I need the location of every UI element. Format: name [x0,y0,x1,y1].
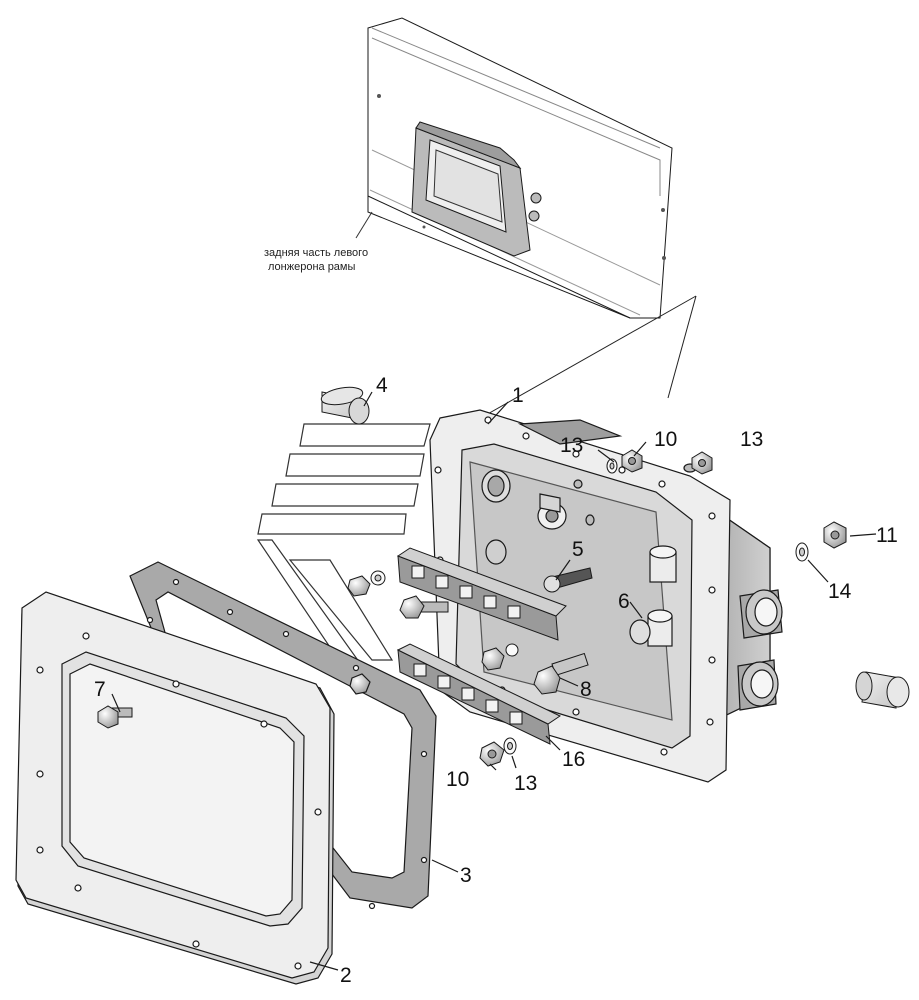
inset-leader-lines [469,295,697,425]
nut-part-13-right [691,451,713,475]
terminal-strip-part-16-upper [396,547,567,641]
callout-4: 4 [376,374,388,397]
callout-1: 1 [512,384,524,407]
callout-6: 6 [618,590,630,613]
inset-caption-line-1: задняя часть левого [264,247,368,259]
sleeve-part-4 [320,386,370,425]
inset-junction-box [411,121,542,257]
callout-13-upper-right: 13 [740,428,763,451]
callout-3: 3 [460,864,472,887]
washer-part-14 [795,542,809,562]
callout-13-upper-left: 13 [560,434,583,457]
callout-8: 8 [580,678,592,701]
gasket-bolt [349,673,371,695]
callout-5: 5 [572,538,584,561]
callout-leaders [111,391,877,971]
bolt-near-strip [399,595,449,619]
frame-rail-inset [355,17,673,319]
callout-16: 16 [562,748,585,771]
callout-13-lower: 13 [514,772,537,795]
callout-10-lower: 10 [446,768,469,791]
callout-10-upper: 10 [654,428,677,451]
terminal-strip-part-16-lower [396,643,562,745]
bolt-part-7 [97,705,133,729]
nut-near-lower-strip [481,643,519,671]
callout-14: 14 [828,580,852,603]
washer-part-13-lower [503,737,517,755]
sleeve-right [855,671,910,709]
inset-caption-line-2: лонжерона рамы [268,261,355,273]
nut-near-strip [347,570,386,597]
nut-part-11 [823,521,847,549]
nut-part-10-upper [621,449,643,473]
callout-labels: 1 2 3 4 5 6 7 8 10 10 11 13 13 13 14 16 [94,374,898,987]
callout-11: 11 [876,524,898,547]
washer-part-13-upper [606,458,618,474]
callout-7: 7 [94,678,106,701]
housing-part-1 [429,409,783,783]
fitting-part-6 [629,545,677,647]
nut-part-10-lower [479,741,505,767]
outlet-connectors [737,589,783,711]
callout-2: 2 [340,964,352,987]
cover-part-2 [15,591,335,985]
bolt-part-8 [533,652,589,695]
